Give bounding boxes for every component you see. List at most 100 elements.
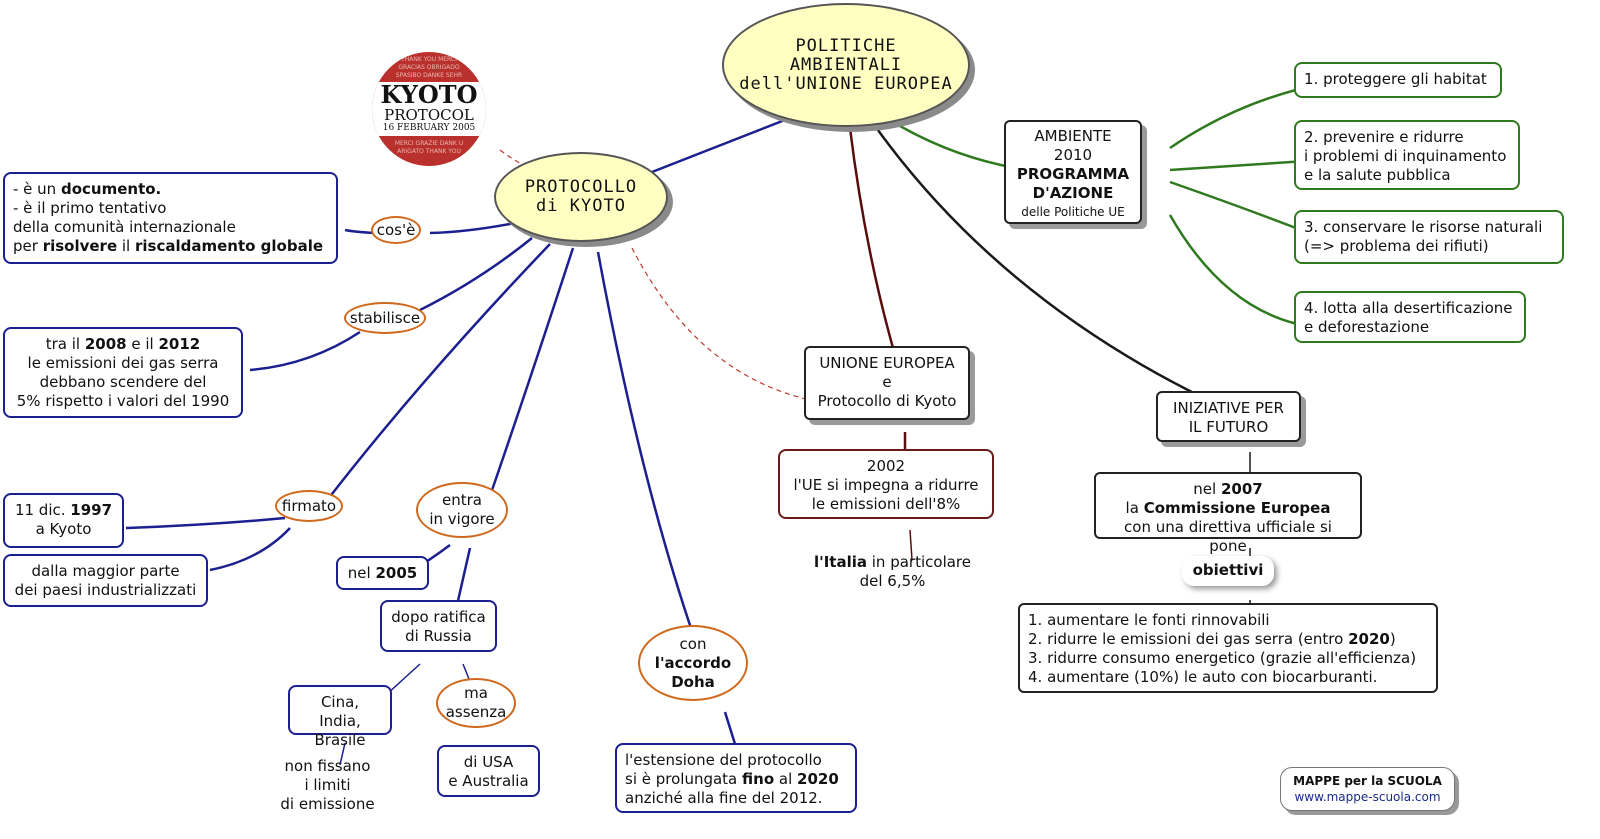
commitment-l1: 2002: [866, 457, 906, 475]
link-ma-assenza: ma assenza: [436, 678, 516, 728]
extension-box: l'estensione del protocollo si è prolung…: [615, 743, 857, 813]
env-l5: delle Politiche UE: [1021, 205, 1125, 219]
initiatives-l2: IL FUTURO: [1188, 418, 1269, 436]
env-l4: D'AZIONE: [1032, 184, 1114, 202]
line-kyoto-stabilisce: [419, 237, 533, 312]
extension-l2d: 2020: [797, 770, 839, 788]
target-box: tra il 2008 e il 2012 le emissioni dei g…: [3, 327, 243, 418]
def-line3: della comunità internazionale: [13, 218, 236, 236]
entra-l1: entra: [442, 491, 482, 509]
cina-box: Cina, India, Brasile: [288, 685, 392, 749]
credit-title: MAPPE per la SCUOLA: [1293, 774, 1442, 788]
goal-4-l2: e deforestazione: [1304, 318, 1430, 336]
extension-l2b: fino: [742, 770, 775, 788]
objective-3: 3. ridurre consumo energetico (grazie al…: [1028, 649, 1417, 667]
usa-l1: di USA: [463, 753, 514, 771]
credit-badge[interactable]: MAPPE per la SCUOLA www.mappe-scuola.com: [1280, 767, 1455, 811]
goal-3-l2: (=> problema dei rifiuti): [1304, 237, 1489, 255]
link-stabilisce: stabilisce: [344, 302, 426, 334]
cina-l2: Brasile: [314, 731, 366, 749]
extension-l2a: si è prolungata: [625, 770, 743, 788]
entra-l2: in vigore: [429, 510, 495, 528]
ue-kyoto-l3: Protocollo di Kyoto: [817, 392, 957, 410]
kyoto-node-line1: PROTOCOLLO: [524, 177, 638, 197]
link-accordo-doha: con l'accordo Doha: [638, 625, 748, 701]
russia-box: dopo ratifica di Russia: [380, 600, 497, 652]
link-entra-in-vigore: entra in vigore: [416, 482, 508, 538]
line-stabilisce-box: [249, 330, 361, 372]
logo-pattern-text: SPASIBO DANKE SEHR: [395, 72, 463, 79]
goal-4-l1: 4. lotta alla desertificazione: [1304, 299, 1513, 317]
goal-3-l1: 3. conservare le risorse naturali: [1304, 218, 1543, 236]
logo-band: [372, 82, 486, 136]
goal-box-3: 3. conservare le risorse naturali (=> pr…: [1294, 210, 1564, 264]
con-l1: con: [679, 634, 707, 653]
usa-box: di USA e Australia: [437, 745, 540, 797]
objective-2-year: 2020: [1348, 630, 1390, 648]
usa-l2: e Australia: [448, 772, 529, 790]
year-2005-box: nel 2005: [336, 556, 429, 590]
con-l3: Doha: [671, 672, 715, 691]
def-line4c: il: [117, 237, 135, 255]
line-firmato-date: [125, 516, 286, 530]
target-l1d: 2012: [158, 335, 201, 353]
line-kyoto-firmato: [324, 243, 551, 504]
link-firmato: firmato: [275, 490, 343, 522]
def-line4b: risolvere: [42, 237, 118, 255]
russia-l1: dopo ratifica: [391, 608, 486, 626]
line-cina-non: [339, 742, 346, 766]
link-stabilisce-label: stabilisce: [349, 308, 421, 327]
env-l3: PROGRAMMA: [1016, 165, 1130, 183]
italy-l1b: in particolare: [867, 553, 971, 571]
line-kyoto-entra: [488, 247, 575, 497]
kyoto-node: PROTOCOLLO di KYOTO: [494, 152, 668, 242]
objectives-label: obiettivi: [1182, 556, 1274, 586]
def-line2: - è il primo tentativo: [13, 199, 167, 217]
environment-programme-box: AMBIENTE 2010 PROGRAMMA D'AZIONE delle P…: [1004, 120, 1142, 224]
map-title: POLITICHE AMBIENTALI dell'UNIONE EUROPEA: [722, 3, 970, 127]
target-l1b: 2008: [84, 335, 127, 353]
ue-kyoto-box: UNIONE EUROPEA e Protocollo di Kyoto: [804, 346, 970, 420]
signed-by-l1: dalla maggior parte: [31, 562, 180, 580]
map-title-line2: AMBIENTALI: [789, 54, 903, 75]
ma-l2: assenza: [445, 703, 507, 721]
no-limits-l2: i limiti: [304, 776, 351, 794]
commission-l3: con una direttiva ufficiale si pone: [1124, 518, 1332, 555]
ue-kyoto-l1: UNIONE EUROPEA: [819, 354, 955, 372]
objective-1: 1. aumentare le fonti rinnovabili: [1028, 611, 1270, 629]
ma-l1: ma: [464, 684, 488, 702]
line-kyoto-con: [596, 251, 697, 641]
commitment-box: 2002 l'UE si impegna a ridurre le emissi…: [778, 449, 994, 519]
russia-l2: di Russia: [405, 627, 472, 645]
def-line4d: riscaldamento globale: [135, 237, 324, 255]
goal-1-l1: 1. proteggere gli habitat: [1304, 70, 1487, 88]
signed-l1a: 11 dic.: [14, 501, 71, 519]
link-cose-label: cos'è: [376, 220, 416, 239]
objective-2-end: ): [1389, 630, 1396, 648]
env-l2: 2010: [1053, 146, 1093, 164]
credit-url-link[interactable]: www.mappe-scuola.com: [1294, 790, 1441, 804]
con-l2: l'accordo: [654, 653, 732, 672]
commission-l2a: la: [1125, 499, 1144, 517]
env-l1: AMBIENTE: [1034, 127, 1112, 145]
line-title-ue: [848, 127, 897, 356]
line-title-kyoto: [651, 114, 796, 174]
dashed-kyoto-ue: [631, 247, 821, 403]
no-limits-text: non fissano i limiti di emissione: [270, 757, 385, 814]
logo-date: 16 FEBRUARY 2005: [382, 123, 476, 133]
goal-2-l3: e la salute pubblica: [1304, 166, 1451, 184]
signed-l1b: 1997: [70, 501, 113, 519]
logo-kyoto: KYOTO: [380, 80, 478, 109]
def-line1a: - è un: [13, 180, 61, 198]
line-title-iniziative: [873, 125, 1213, 404]
commission-l1a: nel: [1193, 480, 1221, 498]
line-kyoto-cose: [429, 220, 521, 235]
commitment-l3: le emissioni dell'8%: [811, 495, 961, 513]
map-title-line3: dell'UNIONE EUROPEA: [739, 73, 953, 94]
objectives-label-text: obiettivi: [1192, 561, 1264, 579]
signed-by-l2: dei paesi industrializzati: [14, 581, 197, 599]
extension-l3: anziché alla fine del 2012.: [625, 789, 823, 807]
no-limits-l1: non fissano: [284, 757, 371, 775]
def-line1b: documento.: [60, 180, 162, 198]
logo-pattern-text: MERCI GRAZIE DANK U: [394, 140, 464, 147]
